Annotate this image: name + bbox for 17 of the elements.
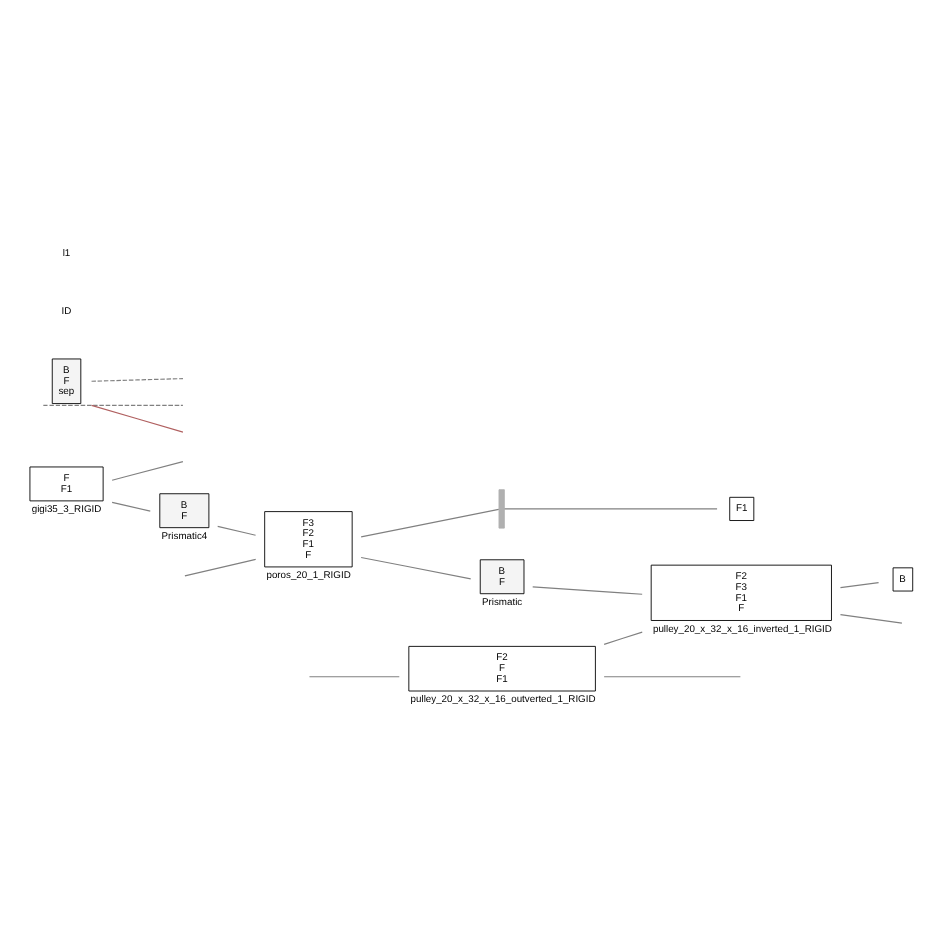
connector [603, 675, 741, 677]
connector [90, 377, 184, 381]
node-bar [498, 488, 505, 528]
connector [360, 555, 472, 579]
connector [42, 403, 184, 405]
connector [308, 675, 400, 677]
connector [603, 630, 643, 644]
connector [217, 524, 257, 535]
connector [532, 585, 643, 594]
connector [90, 403, 184, 432]
connector [111, 460, 184, 480]
connector [360, 507, 500, 537]
connector [184, 557, 257, 576]
connector [839, 581, 880, 588]
connector [504, 507, 718, 509]
connector [111, 500, 151, 511]
connector [839, 613, 903, 623]
